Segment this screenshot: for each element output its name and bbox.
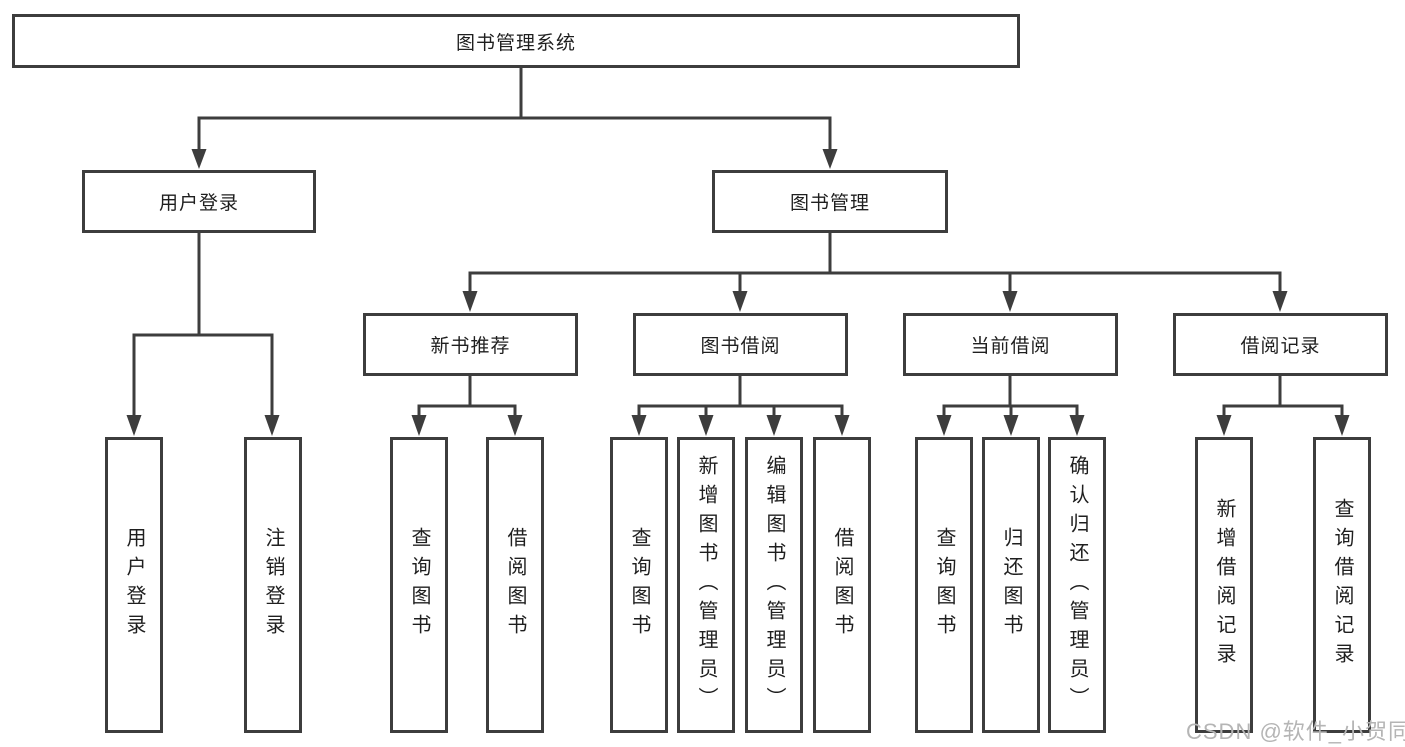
arrow-down-icon (1272, 291, 1288, 312)
arrow-down-icon (411, 415, 427, 436)
leaf-query-book-borrow: 查询图书 (610, 437, 668, 733)
node-label: 查询图书 (408, 527, 430, 643)
connector-book-borrow-split (637, 374, 844, 416)
node-label: 新增借阅记录 (1213, 498, 1235, 672)
leaf-add-borrow-record: 新增借阅记录 (1195, 437, 1253, 733)
node-book-management: 图书管理 (712, 170, 948, 233)
leaf-confirm-return-admin: 确认归还（管理员） (1048, 437, 1106, 733)
arrow-down-icon (1216, 415, 1232, 436)
arrow-down-icon (834, 415, 850, 436)
watermark: CSDN @软件_小贺同学 (1186, 719, 1405, 744)
arrowheads (126, 149, 1350, 436)
node-label: 注销登录 (262, 527, 284, 643)
node-label: 图书管理系统 (455, 32, 576, 54)
node-label: 图书借阅 (700, 336, 781, 357)
arrow-down-icon (1003, 415, 1019, 436)
arrow-down-icon (126, 415, 142, 436)
arrow-down-icon (462, 291, 478, 312)
node-label: 当前借阅 (970, 336, 1051, 357)
arrow-down-icon (631, 415, 647, 436)
leaf-return-book: 归还图书 (982, 437, 1040, 733)
connector-current-borrow-split (942, 374, 1079, 416)
node-label: 查询图书 (628, 527, 650, 643)
node-new-book-recommend: 新书推荐 (363, 313, 578, 376)
arrow-down-icon (732, 291, 748, 312)
node-label: 新增图书（管理员） (695, 454, 717, 716)
node-current-borrow: 当前借阅 (903, 313, 1118, 376)
leaf-query-borrow-record: 查询借阅记录 (1313, 437, 1371, 733)
connector-book-management-split (468, 231, 1282, 294)
node-label: 查询图书 (933, 527, 955, 643)
connector-root-split (197, 66, 832, 152)
node-label: 借阅记录 (1240, 336, 1321, 357)
node-label: 借阅图书 (504, 527, 526, 643)
node-user-login: 用户登录 (82, 170, 316, 233)
leaf-logout: 注销登录 (244, 437, 302, 733)
leaf-user-login: 用户登录 (105, 437, 163, 733)
arrow-down-icon (1334, 415, 1350, 436)
leaf-edit-book-admin: 编辑图书（管理员） (745, 437, 803, 733)
arrow-down-icon (1002, 291, 1018, 312)
arrow-down-icon (822, 149, 838, 169)
node-label: 确认归还（管理员） (1066, 454, 1088, 716)
arrow-down-icon (507, 415, 523, 436)
arrow-down-icon (936, 415, 952, 436)
arrow-down-icon (1069, 415, 1085, 436)
leaf-query-book-current: 查询图书 (915, 437, 973, 733)
node-label: 新书推荐 (430, 336, 511, 357)
node-label: 编辑图书（管理员） (763, 454, 785, 716)
node-label: 查询借阅记录 (1331, 498, 1353, 672)
arrow-down-icon (264, 415, 280, 436)
node-book-borrow: 图书借阅 (633, 313, 848, 376)
arrow-down-icon (191, 149, 207, 169)
node-label: 借阅图书 (831, 527, 853, 643)
leaf-borrow-book-recommend: 借阅图书 (486, 437, 544, 733)
connector-user-login-split (132, 231, 274, 418)
node-library-management-system: 图书管理系统 (12, 14, 1020, 68)
node-label: 归还图书 (1000, 527, 1022, 643)
node-label: 用户登录 (158, 193, 239, 214)
node-borrow-record: 借阅记录 (1173, 313, 1388, 376)
leaf-add-book-admin: 新增图书（管理员） (677, 437, 735, 733)
connector-borrow-record-split (1222, 374, 1344, 416)
arrow-down-icon (766, 415, 782, 436)
arrow-down-icon (698, 415, 714, 436)
connector-new-book-split (417, 374, 517, 416)
node-label: 用户登录 (123, 527, 145, 643)
node-label: 图书管理 (789, 193, 870, 214)
leaf-borrow-book: 借阅图书 (813, 437, 871, 733)
leaf-query-book-recommend: 查询图书 (390, 437, 448, 733)
